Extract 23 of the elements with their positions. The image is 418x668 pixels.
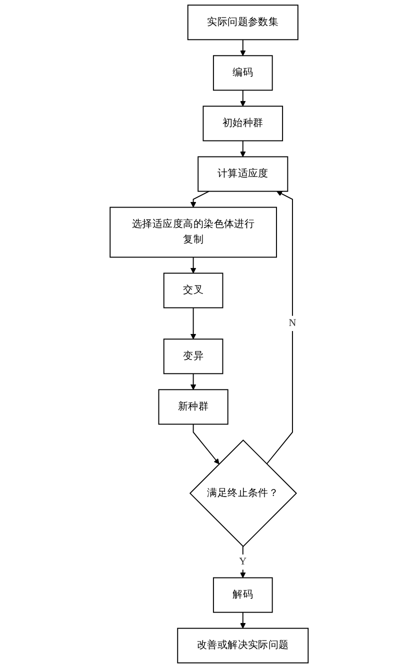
arrow — [240, 140, 246, 158]
node-diamond: 满足终止条件？ — [189, 440, 297, 548]
node-box: 解码 — [212, 577, 273, 613]
node-box: 改善或解决实际问题 — [177, 628, 308, 664]
node-box: 计算适应度 — [197, 156, 288, 192]
arrow — [190, 307, 196, 340]
arrow — [190, 373, 196, 390]
edge-label: N — [288, 318, 296, 329]
node-box: 变异 — [163, 338, 224, 374]
node-box: 选择适应度高的染色体进行复制 — [110, 206, 277, 258]
arrow — [240, 39, 246, 56]
arrow — [240, 612, 246, 629]
node-box: 交叉 — [163, 272, 224, 308]
node-box: 新种群 — [158, 389, 228, 425]
arrow — [190, 190, 210, 208]
edge-label: Y — [239, 556, 246, 568]
node-box: 实际问题参数集 — [187, 4, 298, 40]
node-box: 初始种群 — [202, 106, 283, 142]
node-box: 编码 — [212, 55, 273, 91]
arrow — [266, 191, 293, 464]
arrow — [192, 424, 220, 464]
arrow — [240, 90, 246, 106]
arrow — [190, 256, 196, 274]
